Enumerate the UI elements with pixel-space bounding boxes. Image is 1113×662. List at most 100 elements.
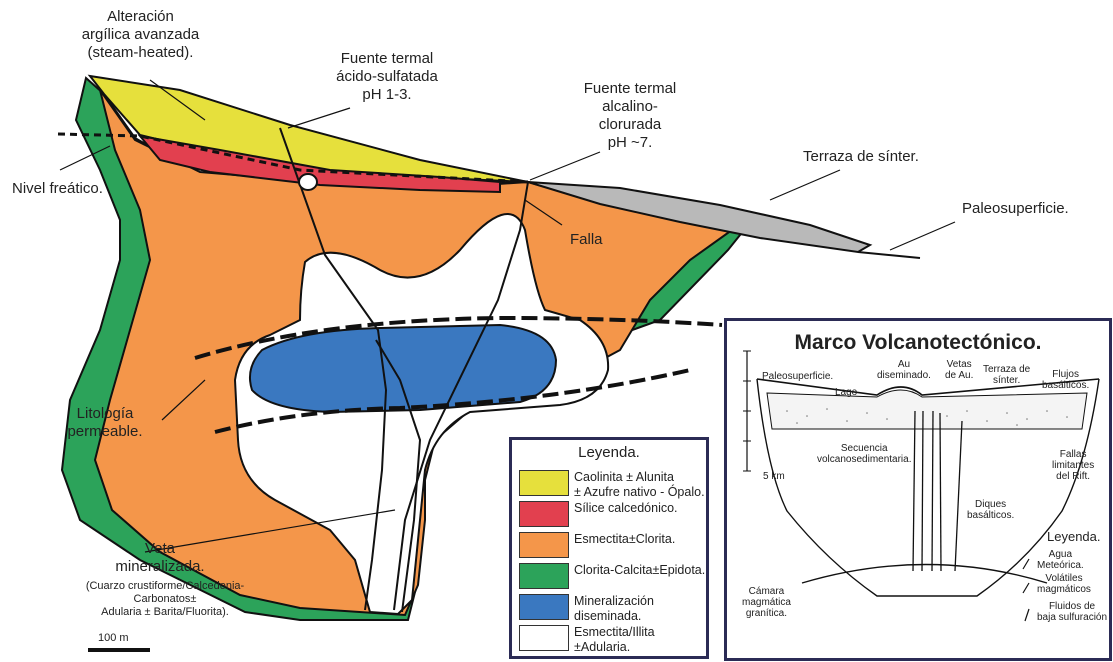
inset-fallas: Fallas limitantes del Rift. [1052,449,1094,482]
paleosurface-line [858,252,920,258]
inset-leyenda-item-1: Agua Meteórica. [1037,549,1084,571]
inset-leyenda-3-line2: baja sulfuración [1037,612,1107,623]
arrow-fuente-acida [288,108,350,128]
inset-sediment-layer [767,390,1087,429]
inset-flujos-line2: basálticos. [1042,380,1089,391]
legend-box: Leyenda. Caolinita ± Alunita± Azufre nat… [509,437,709,659]
label-fuente-acida-line1: Fuente termal [312,50,462,68]
inset-veins [913,411,962,571]
label-alteracion-line1: Alteración [58,8,223,26]
label-veta-detalle-line2: Carbonatos± [55,593,275,606]
legend-label-line: diseminada. [574,609,654,624]
inset-vetas-line1: Vetas [945,359,973,370]
inset-au-line1: Au [877,359,931,370]
label-nivel-freatico: Nivel freático. [12,180,103,198]
inset-paleosuperficie: Paleosuperficie. [762,371,833,382]
legend-title: Leyenda. [512,444,706,461]
label-veta-detalle-line3: Adularia ± Barita/Fluorita). [55,606,275,619]
inset-leyenda-title: Leyenda. [1047,531,1101,542]
legend-label: Caolinita ± Alunita± Azufre nativo - Ópa… [574,470,705,500]
label-litologia-line1: Litología [50,405,160,423]
label-fuente-alcalina-line2: alcalino- [575,98,685,116]
label-fuente-acida-line3: pH 1-3. [312,86,462,104]
inset-secuencia-line2: volcanosedimentaria. [817,454,912,465]
label-veta: Veta mineralizada. [90,540,230,576]
label-veta-line1: Veta [90,540,230,558]
inset-secuencia-line1: Secuencia [817,443,912,454]
inset-camara-line2: magmática [742,597,791,608]
label-veta-detalle: (Cuarzo crustiforme/Calcedonia- Carbonat… [55,580,275,619]
legend-label-line: Clorita-Calcita±Epidota. [574,563,705,578]
inset-title: Marco Volcanotectónico. [727,331,1109,355]
inset-diques-line1: Diques [967,499,1014,510]
inset-vetas-line2: de Au. [945,370,973,381]
legend-label-line: Mineralización [574,594,654,609]
inset-leyenda-item-2: Volátiles magmáticos [1037,573,1091,595]
legend-label-line: Esmectita/Illita [574,625,655,640]
acid-spring-bubble [299,174,317,190]
legend-label-line: Esmectita±Clorita. [574,532,675,547]
legend-swatch [519,594,569,620]
label-fuente-alcalina-line1: Fuente termal [575,80,685,98]
inset-flujos: Flujos basálticos. [1042,369,1089,391]
inset-leyenda-2-line2: magmáticos [1037,584,1091,595]
label-fuente-acida: Fuente termal ácido-sulfatada pH 1-3. [312,50,462,104]
inset-secuencia: Secuencia volcanosedimentaria. [817,443,912,465]
legend-swatch [519,625,569,651]
label-falla: Falla [570,231,603,249]
volcanotectonic-inset: Marco Volcanotectónico. Paleosuperficie.… [724,318,1112,661]
inset-fallas-line2: limitantes [1052,460,1094,471]
inset-camara-line1: Cámara [742,586,791,597]
legend-label: Clorita-Calcita±Epidota. [574,563,705,578]
inset-magma-chamber [802,565,1047,584]
legend-swatch [519,501,569,527]
label-terraza: Terraza de sínter. [803,148,919,166]
label-alteracion-line2: argílica avanzada [58,26,223,44]
legend-label-line: ± Azufre nativo - Ópalo. [574,485,705,500]
legend-label: Esmectita/Illita±Adularia. [574,625,655,655]
label-litologia-line2: permeable. [50,423,160,441]
arrow-terraza [770,170,840,200]
legend-label-line: Caolinita ± Alunita [574,470,705,485]
legend-label-line: ±Adularia. [574,640,655,655]
label-litologia: Litología permeable. [50,405,160,441]
inset-terraza: Terraza de sínter. [983,364,1030,386]
inset-terraza-line1: Terraza de [983,364,1030,375]
inset-diques-line2: basálticos. [967,510,1014,521]
inset-legend-arrows [1023,559,1029,621]
inset-lago: Lago [835,387,857,398]
legend-swatch [519,470,569,496]
inset-leyenda-1-line1: Agua [1037,549,1084,560]
inset-leyenda-item-3: Fluidos de baja sulfuración [1037,601,1107,623]
legend-label: Sílice calcedónico. [574,501,678,516]
label-veta-line2: mineralizada. [90,558,230,576]
arrow-paleosuperficie [890,222,955,250]
inset-leyenda-1-line2: Meteórica. [1037,560,1084,571]
inset-terraza-line2: sínter. [983,375,1030,386]
inset-fallas-line1: Fallas [1052,449,1094,460]
label-fuente-alcalina-line3: clorurada [575,116,685,134]
inset-escala: 5 km [763,471,785,482]
label-alteracion: Alteración argílica avanzada (steam-heat… [58,8,223,62]
label-fuente-alcalina-line4: pH ~7. [575,134,685,152]
inset-fallas-line3: del Rift. [1052,471,1094,482]
label-veta-detalle-line1: (Cuarzo crustiforme/Calcedonia- [55,580,275,593]
label-fuente-acida-line2: ácido-sulfatada [312,68,462,86]
inset-camara: Cámara magmática granítica. [742,586,791,619]
arrow-fuente-alcalina [530,152,600,180]
inset-au-diseminado: Au diseminado. [877,359,931,381]
label-paleosuperficie: Paleosuperficie. [962,200,1069,218]
label-escala: 100 m [98,632,129,645]
inset-diques: Diques basálticos. [967,499,1014,521]
inset-leyenda-2-line1: Volátiles [1037,573,1091,584]
inset-au-line2: diseminado. [877,370,931,381]
label-fuente-alcalina: Fuente termal alcalino- clorurada pH ~7. [575,80,685,152]
inset-flujos-line1: Flujos [1042,369,1089,380]
inset-leyenda-3-line1: Fluidos de [1037,601,1107,612]
legend-label-line: Sílice calcedónico. [574,501,678,516]
label-alteracion-line3: (steam-heated). [58,44,223,62]
legend-swatch [519,532,569,558]
inset-camara-line3: granítica. [742,608,791,619]
legend-swatch [519,563,569,589]
